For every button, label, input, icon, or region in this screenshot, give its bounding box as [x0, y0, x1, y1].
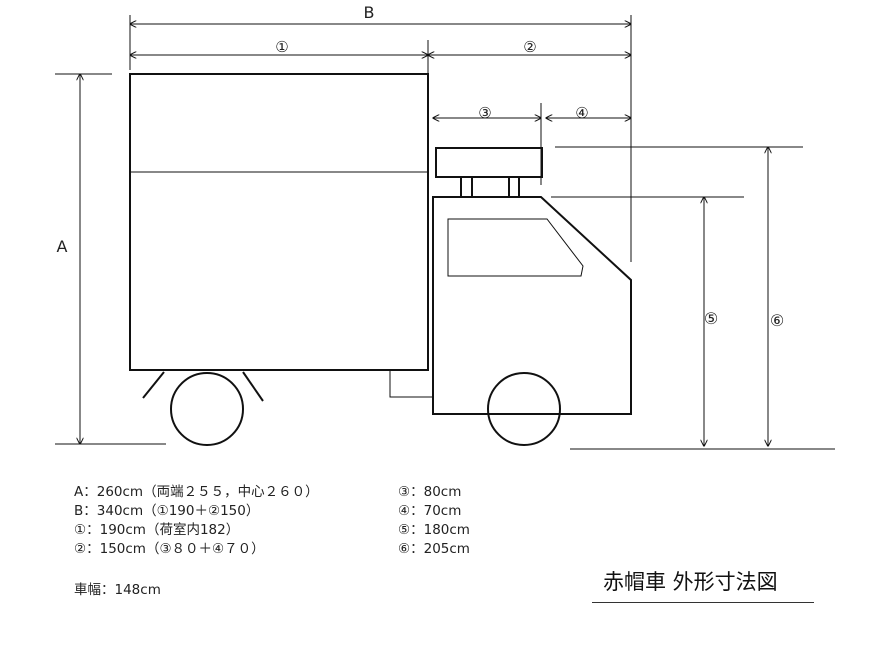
dimension-4: ④ [546, 104, 631, 122]
dimension-B: B [130, 3, 631, 262]
spec-B: B：340cm（①190＋②150） [74, 503, 260, 519]
dimension-2: ② [428, 38, 631, 56]
dimension-3: ③ [433, 103, 541, 185]
dimension-label-5: ⑤ [704, 309, 718, 328]
spec-A: A：260cm（両端２５５，中心２６０） [74, 484, 319, 500]
dimension-label-2: ② [523, 38, 536, 56]
title-underline [592, 602, 814, 603]
truck-rear-wheel [170, 372, 244, 446]
dimension-label-A: A [57, 237, 68, 256]
dimension-label-6: ⑥ [770, 311, 784, 330]
dimension-label-1: ① [275, 38, 288, 56]
spec-list-left: A：260cm（両端２５５，中心２６０） B：340cm（①190＋②150） … [74, 483, 319, 559]
spec-4: ④：70cm [398, 503, 462, 519]
dimension-6: ⑥ [555, 147, 803, 446]
drawing-title-block: 赤帽車 外形寸法図 [592, 566, 814, 603]
dimension-label-3: ③ [478, 104, 491, 122]
truck-front-wheel [487, 372, 561, 446]
truck-mudflaps [142, 371, 264, 402]
dimension-label-B: B [364, 3, 375, 22]
spec-6: ⑥：205cm [398, 541, 470, 557]
dimension-5: ⑤ [551, 197, 744, 446]
spec-3: ③：80cm [398, 484, 462, 500]
dimension-A: A [55, 74, 166, 444]
truck-cab [432, 196, 632, 415]
spec-2: ②：150cm（③８０＋④７０） [74, 541, 265, 557]
dimension-1: ① [130, 38, 428, 76]
dimension-label-4: ④ [575, 104, 588, 122]
vehicle-width-note: 車幅：148cm [74, 582, 161, 598]
truck-window [447, 218, 584, 277]
spec-5: ⑤：180cm [398, 522, 470, 538]
truck-cargo-box [129, 73, 429, 371]
truck-roof-rack [435, 147, 543, 198]
drawing-title: 赤帽車 外形寸法図 [603, 570, 778, 594]
spec-list-right: ③：80cm ④：70cm ⑤：180cm ⑥：205cm [398, 483, 470, 559]
spec-1: ①：190cm（荷室内182） [74, 522, 240, 538]
truck-step [389, 370, 433, 398]
